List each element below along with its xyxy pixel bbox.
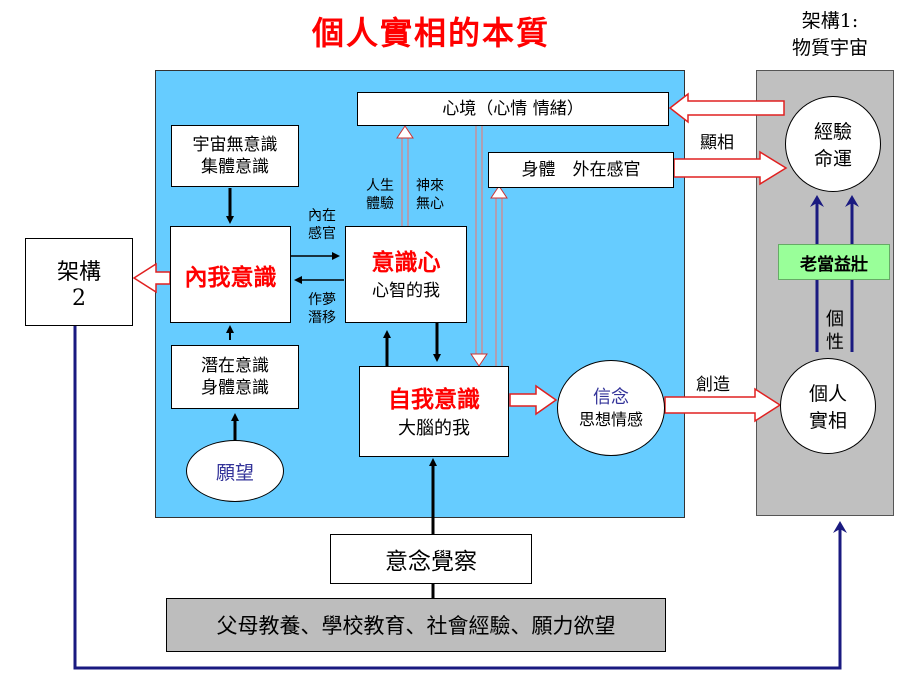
framework2-line1: 架構 bbox=[56, 259, 101, 285]
wish-text: 願望 bbox=[215, 461, 254, 484]
personal-reality-line1: 個人 bbox=[808, 383, 847, 405]
inner-to-framework2-arrow bbox=[132, 262, 171, 294]
framework1-label: 架構1: 物質宇宙 bbox=[770, 8, 890, 61]
life-experience-line2: 體驗 bbox=[366, 195, 394, 212]
manifest-label: 顯相 bbox=[700, 128, 734, 153]
dream-drift-line2: 潛移 bbox=[308, 309, 336, 326]
experience-fate-line1: 經驗 bbox=[813, 121, 852, 143]
framework2-line2: 2 bbox=[72, 285, 86, 311]
inner-senses-label: 內在 感官 bbox=[305, 208, 339, 243]
individuality-label: 個 性 bbox=[822, 308, 848, 355]
framework2-box: 架構 2 bbox=[25, 238, 133, 326]
conscious-mind-title: 意識心 bbox=[371, 249, 441, 277]
personal-reality-circle: 個人 實相 bbox=[780, 358, 876, 454]
experience-fate-line2: 命運 bbox=[813, 148, 852, 170]
inner-senses-line1: 內在 bbox=[308, 208, 336, 224]
inspiration-label: 神來 無心 bbox=[412, 178, 448, 213]
awareness-box: 意念覺察 bbox=[330, 534, 532, 584]
ego-to-body-arrow bbox=[495, 196, 503, 366]
conscious-mind-box: 意識心 心智的我 bbox=[345, 226, 467, 323]
individuality-line1: 個 bbox=[826, 309, 844, 330]
universe-unconscious-line1: 宇宙無意識 bbox=[192, 134, 278, 155]
experience-fate-circle: 經驗 命運 bbox=[785, 96, 881, 192]
universe-unconscious-line2: 集體意識 bbox=[201, 157, 269, 177]
belief-ellipse: 信念 思想情感 bbox=[557, 360, 665, 456]
inner-self-box: 內我意識 bbox=[170, 226, 291, 323]
mind-to-mood-arrow bbox=[401, 136, 409, 226]
fate-to-mood-arrow bbox=[668, 92, 785, 124]
mood-box: 心境（心情 情緒） bbox=[357, 92, 669, 126]
belief-to-reality-arrow bbox=[664, 387, 782, 423]
inspiration-line1: 神來 bbox=[416, 178, 444, 194]
framework2-loop-arrow bbox=[73, 326, 847, 670]
inspiration-line2: 無心 bbox=[416, 195, 444, 212]
ego-box: 自我意識 大腦的我 bbox=[359, 366, 509, 457]
subconscious-line1: 潛在意識 bbox=[201, 355, 269, 376]
personal-reality-line2: 實相 bbox=[808, 410, 847, 432]
life-experience-line1: 人生 bbox=[366, 178, 394, 194]
aging-label: 老當益壯 bbox=[778, 244, 890, 280]
influences-bar: 父母教養、學校教育、社會經驗、願力欲望 bbox=[166, 598, 666, 652]
framework1-line2: 物質宇宙 bbox=[791, 36, 868, 59]
framework1-line1: 架構1: bbox=[801, 10, 859, 32]
universe-unconscious-box: 宇宙無意識 集體意識 bbox=[171, 125, 299, 187]
belief-subtitle: 思想情感 bbox=[578, 410, 643, 430]
body-senses-box: 身體 外在感官 bbox=[488, 152, 674, 188]
influences-text: 父母教養、學校教育、社會經驗、願力欲望 bbox=[216, 614, 616, 638]
subconscious-line2: 身體意識 bbox=[201, 378, 269, 398]
inner-self-text: 內我意識 bbox=[184, 263, 277, 291]
aging-text: 老當益壯 bbox=[800, 254, 868, 275]
mood-text: 心境（心情 情緒） bbox=[442, 98, 584, 119]
create-text: 創造 bbox=[696, 375, 730, 395]
ego-title: 自我意識 bbox=[388, 385, 480, 413]
body-to-fate-arrow bbox=[673, 150, 788, 186]
individuality-line2: 性 bbox=[826, 332, 844, 354]
mood-to-ego-arrow bbox=[475, 126, 483, 356]
conscious-mind-subtitle: 心智的我 bbox=[372, 280, 440, 301]
body-senses-text: 身體 外在感官 bbox=[521, 159, 641, 180]
ego-to-belief-arrow bbox=[509, 384, 558, 416]
life-experience-label: 人生 體驗 bbox=[362, 178, 398, 213]
dream-drift-line1: 作夢 bbox=[308, 292, 336, 308]
inner-senses-line2: 感官 bbox=[308, 225, 336, 242]
dream-drift-label: 作夢 潛移 bbox=[305, 292, 339, 327]
wish-ellipse: 願望 bbox=[186, 440, 284, 502]
manifest-text: 顯相 bbox=[700, 133, 734, 153]
subconscious-box: 潛在意識 身體意識 bbox=[171, 345, 299, 409]
awareness-text: 意念覺察 bbox=[385, 549, 477, 575]
ego-subtitle: 大腦的我 bbox=[398, 418, 470, 440]
create-label: 創造 bbox=[696, 370, 730, 395]
belief-title: 信念 bbox=[593, 387, 629, 408]
